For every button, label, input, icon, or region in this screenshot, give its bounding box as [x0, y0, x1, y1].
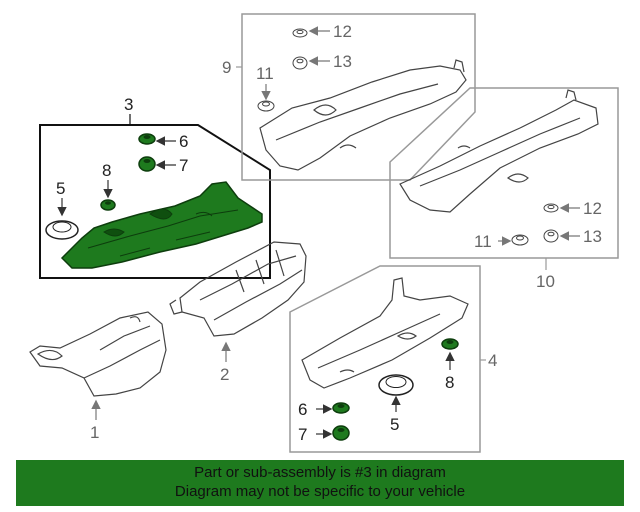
nut-7-lower [332, 425, 350, 441]
assembly-10-box [389, 87, 619, 259]
callout-13-right: 13 [583, 227, 602, 246]
callout-5-lower: 5 [390, 415, 399, 434]
callout-12-right: 12 [583, 199, 602, 218]
nut-13-right [543, 229, 559, 243]
nut-13-top [292, 56, 308, 70]
callout-7-upper: 7 [179, 156, 188, 175]
callout-1: 1 [90, 423, 99, 442]
clip-8-in-box3 [100, 199, 116, 211]
assembly-9-box [241, 13, 476, 181]
callout-4: 4 [488, 351, 497, 370]
clip-6-lower [332, 402, 350, 414]
callout-11-right: 11 [474, 232, 492, 251]
callout-8-upper: 8 [102, 161, 111, 180]
callout-9: 9 [222, 58, 231, 77]
clip-8-lower [441, 338, 459, 350]
grommet-5-lower [378, 374, 414, 396]
heat-shield-1 [29, 311, 167, 397]
callout-6-lower: 6 [298, 400, 307, 419]
callout-5-upper: 5 [56, 179, 65, 198]
callout-10: 10 [536, 272, 555, 291]
heat-shield-2 [169, 241, 307, 337]
banner-line-1: Part or sub-assembly is #3 in diagram [194, 464, 446, 481]
callout-7-lower: 7 [298, 425, 307, 444]
exploded-view-svg: 3 5 6 7 8 9 11 12 13 11 12 13 10 4 8 5 6… [29, 13, 619, 453]
info-banner: Part or sub-assembly is #3 in diagram Di… [16, 460, 624, 506]
underbody-shield-3 [60, 181, 263, 269]
underbody-shield-4 [301, 277, 469, 389]
assembly-4-box [289, 265, 481, 453]
clip-12-right [543, 203, 559, 213]
banner-line-2: Diagram may not be specific to your vehi… [174, 483, 466, 500]
clip-6-in-box3 [138, 133, 156, 145]
callout-12-top: 12 [333, 22, 352, 41]
callout-13-top: 13 [333, 52, 352, 71]
underbody-shield-9 [259, 59, 467, 171]
leader-lines [57, 26, 580, 439]
clip-12-top [292, 28, 308, 38]
nut-7-in-box3 [138, 156, 156, 172]
callout-6-upper: 6 [179, 132, 188, 151]
grommet-5-in-box3 [45, 220, 79, 240]
assembly-3-box [39, 124, 271, 279]
callout-2: 2 [220, 365, 229, 384]
callout-11-top: 11 [256, 64, 274, 83]
grommet-11-top [257, 100, 275, 112]
underbody-shield-10 [399, 89, 599, 213]
callout-8-lower: 8 [445, 373, 454, 392]
grommet-11-right [511, 234, 529, 246]
callout-3: 3 [124, 95, 133, 114]
